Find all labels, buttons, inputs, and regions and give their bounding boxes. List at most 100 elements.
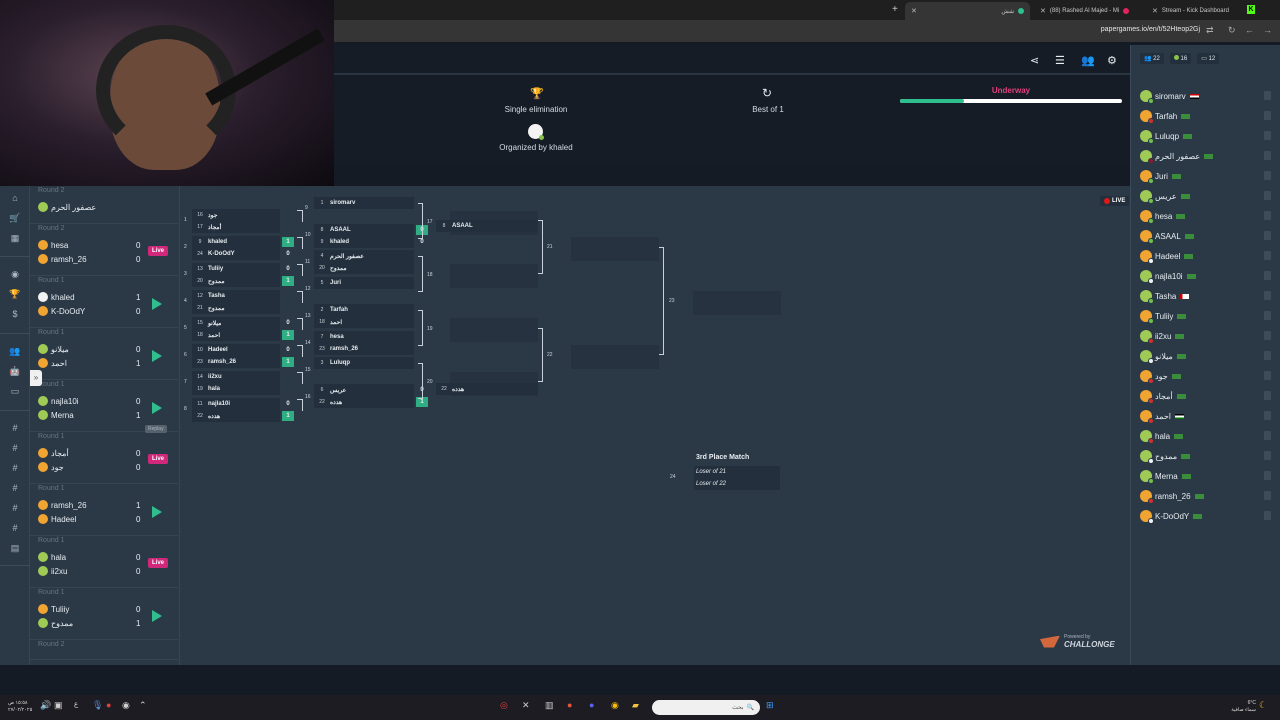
ticket-icon[interactable]: ▭ (10, 386, 20, 396)
bracket-slot-empty[interactable] (450, 264, 538, 276)
participant-item[interactable]: ممدوح (1140, 446, 1275, 466)
bracket-slot-empty[interactable] (571, 357, 659, 369)
participant-item[interactable]: احمد (1140, 406, 1275, 426)
play-icon[interactable] (152, 298, 162, 310)
play-icon[interactable] (152, 402, 162, 414)
back-icon[interactable]: ← (1245, 25, 1254, 35)
live-badge[interactable]: Live (148, 246, 168, 256)
participant-item[interactable]: Juri (1140, 166, 1275, 186)
new-tab-button[interactable]: + (892, 4, 898, 15)
participant-item[interactable]: K-DoOdY (1140, 506, 1275, 526)
close-tab-icon[interactable]: ✕ (911, 8, 917, 15)
third-place-slot-a[interactable]: Loser of 21 (694, 466, 780, 478)
live-badge[interactable]: LIVE (1100, 196, 1130, 206)
trash-icon[interactable] (1264, 111, 1271, 120)
participant-item[interactable]: siromarv (1140, 86, 1275, 106)
participant-item[interactable]: أمجاد (1140, 386, 1275, 406)
match-card[interactable]: Round 2 (30, 640, 178, 660)
bracket-slot-empty[interactable] (571, 249, 659, 261)
mic-icon[interactable]: 🎙 (92, 700, 104, 710)
participant-item[interactable]: جود (1140, 366, 1275, 386)
play-icon[interactable] (152, 350, 162, 362)
site-settings-icon[interactable]: ⇄ (1206, 25, 1214, 35)
chrome-icon[interactable]: ◉ (611, 700, 619, 710)
trash-icon[interactable] (1264, 371, 1271, 380)
trash-icon[interactable] (1264, 451, 1271, 460)
trash-icon[interactable] (1264, 471, 1271, 480)
friends-icon[interactable]: 👥 (9, 346, 21, 356)
file-explorer-icon[interactable]: ▰ (632, 700, 639, 710)
participant-item[interactable]: ASAAL (1140, 226, 1275, 246)
list-icon[interactable]: ☰ (1055, 55, 1065, 67)
close-tab-icon[interactable]: ✕ (1152, 8, 1158, 15)
url-field[interactable]: papergames.io/en/t/52Hteop2Gj (1100, 26, 1200, 33)
participant-item[interactable]: ramsh_26 (1140, 486, 1275, 506)
share-icon[interactable]: ⋖ (1030, 55, 1040, 67)
discord-icon[interactable]: ● (589, 700, 595, 710)
browser-tab-active[interactable]: ✕ شش (905, 2, 1030, 20)
participant-item[interactable]: Merna (1140, 466, 1275, 486)
trash-icon[interactable] (1264, 131, 1271, 140)
channel-icon[interactable]: # (12, 483, 18, 493)
taskbar-search[interactable]: بحث🔍 (652, 700, 760, 715)
trash-icon[interactable] (1264, 291, 1271, 300)
app-icon[interactable]: ● (567, 700, 573, 710)
channel-icon[interactable]: # (12, 443, 18, 453)
trash-icon[interactable] (1264, 251, 1271, 260)
windows-start-icon[interactable]: ⊞ (766, 700, 774, 710)
trash-icon[interactable] (1264, 331, 1271, 340)
chevron-up-icon[interactable]: ⌃ (139, 700, 147, 710)
trash-icon[interactable] (1264, 311, 1271, 320)
gift-icon[interactable]: ▦ (10, 233, 20, 243)
trash-icon[interactable] (1264, 91, 1271, 100)
channel-icon[interactable]: # (12, 423, 18, 433)
channel-icon[interactable]: # (12, 523, 18, 533)
participant-item[interactable]: Hadeel (1140, 246, 1275, 266)
home-icon[interactable]: ⌂ (12, 193, 18, 203)
channel-icon[interactable]: # (12, 463, 18, 473)
browser-tab-youtube[interactable]: ✕ (88) Rashed Al Majed - Mi (1034, 2, 1144, 20)
bracket-slot-empty[interactable] (450, 276, 538, 288)
record-icon[interactable]: ◉ (11, 269, 19, 279)
trash-icon[interactable] (1264, 411, 1271, 420)
close-tab-icon[interactable]: ✕ (1040, 8, 1046, 15)
participant-item[interactable]: Tuliiy (1140, 306, 1275, 326)
participant-item[interactable]: hesa (1140, 206, 1275, 226)
language-indicator[interactable]: ع (74, 701, 79, 708)
bracket-slot-empty[interactable] (571, 345, 659, 357)
reload-icon[interactable]: ↻ (1228, 25, 1236, 35)
participant-item[interactable]: hala (1140, 426, 1275, 446)
channel-icon[interactable]: # (12, 503, 18, 513)
epic-games-icon[interactable]: ▥ (545, 700, 554, 710)
participant-item[interactable]: ii2xu (1140, 326, 1275, 346)
expand-sidebar-button[interactable]: » (30, 370, 42, 386)
obs-icon[interactable]: ● (106, 700, 112, 710)
discord-tray-icon[interactable]: ◉ (122, 700, 130, 710)
